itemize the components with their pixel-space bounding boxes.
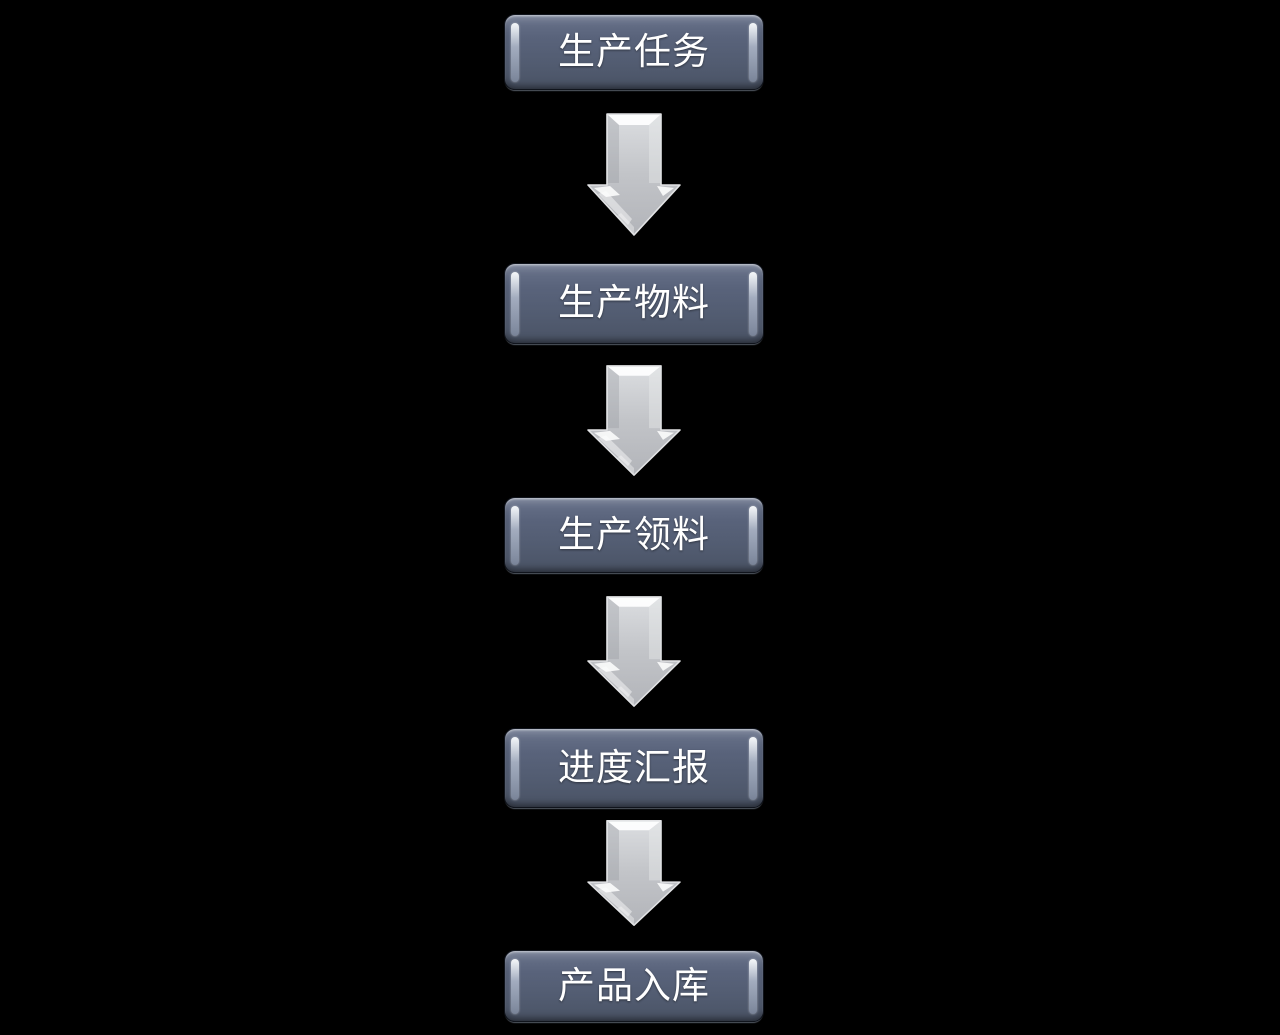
flow-node-label: 生产任务 — [558, 31, 710, 73]
flow-node-production-picking: 生产领料 — [504, 497, 764, 573]
down-arrow-icon — [586, 595, 682, 708]
flow-node-label: 产品入库 — [558, 965, 710, 1007]
flow-node-production-material: 生产物料 — [504, 263, 764, 344]
flow-node-progress-report: 进度汇报 — [504, 728, 764, 808]
down-arrow-icon — [586, 364, 682, 477]
flow-node-label: 进度汇报 — [558, 747, 710, 789]
flow-node-label: 生产领料 — [558, 514, 710, 556]
down-arrow-icon — [586, 112, 682, 237]
down-arrow-icon — [586, 819, 682, 927]
flow-node-product-warehousing: 产品入库 — [504, 950, 764, 1022]
flow-node-production-task: 生产任务 — [504, 14, 764, 90]
flow-node-label: 生产物料 — [558, 283, 710, 324]
